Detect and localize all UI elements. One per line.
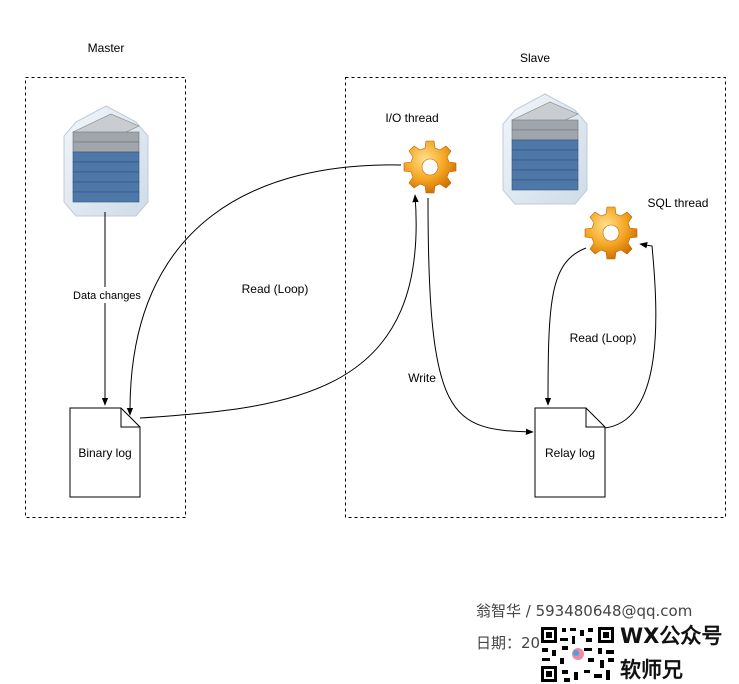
edge-io-to-binary-log bbox=[126, 164, 402, 416]
watermark-author: 翁智华 / 593480648@qq.com bbox=[476, 602, 692, 620]
edge-relay-log-to-sql bbox=[604, 242, 657, 429]
binary-log-label: Binary log bbox=[78, 446, 131, 460]
binary-log-document-icon bbox=[69, 407, 141, 498]
io-thread-node[interactable]: I/O thread bbox=[385, 111, 457, 194]
watermark: 翁智华 / 593480648@qq.com 日期：20 WX公众号 软师兄 bbox=[476, 602, 722, 684]
edges: Data changes Read (Loop) Write Read (Loo… bbox=[70, 164, 657, 436]
slave-server-icon bbox=[502, 93, 588, 205]
binary-log-node[interactable]: Binary log bbox=[69, 407, 141, 498]
master-boundary bbox=[25, 77, 186, 518]
edge-data-changes-label: Data changes bbox=[73, 290, 141, 302]
io-thread-gear-icon bbox=[403, 140, 457, 194]
relay-log-fold bbox=[585, 408, 605, 428]
master-title: Master bbox=[88, 41, 125, 55]
slave-group: Slave I/O thread SQL thread Relay log bbox=[345, 51, 726, 518]
io-thread-label: I/O thread bbox=[385, 111, 438, 125]
watermark-date: 日期：20 bbox=[476, 634, 540, 652]
sql-thread-label: SQL thread bbox=[648, 196, 709, 210]
slave-title: Slave bbox=[520, 51, 550, 65]
binary-log-fold bbox=[120, 408, 140, 428]
sql-thread-node[interactable]: SQL thread bbox=[584, 196, 709, 260]
edge-sql-to-relay-log bbox=[544, 247, 587, 406]
edge-read-loop-sql-label: Read (Loop) bbox=[570, 331, 637, 345]
master-group: Master Binary log bbox=[25, 41, 186, 518]
edge-read-loop-io-label: Read (Loop) bbox=[242, 282, 309, 296]
watermark-wx-name: 软师兄 bbox=[620, 658, 683, 682]
watermark-wx-label: WX公众号 bbox=[620, 624, 722, 648]
relay-log-node[interactable]: Relay log bbox=[534, 407, 606, 498]
edge-data-changes-label-bg bbox=[70, 287, 144, 303]
edge-binary-log-to-io bbox=[139, 194, 419, 419]
master-server-icon bbox=[63, 105, 149, 217]
relay-log-label: Relay log bbox=[545, 446, 595, 460]
relay-log-document-icon bbox=[534, 407, 606, 498]
slave-boundary bbox=[345, 77, 726, 518]
sql-thread-gear-icon bbox=[584, 206, 638, 260]
edge-write-label: Write bbox=[408, 371, 436, 385]
edge-io-to-relay-log bbox=[427, 197, 534, 436]
wx-qr-code-icon bbox=[540, 626, 616, 684]
